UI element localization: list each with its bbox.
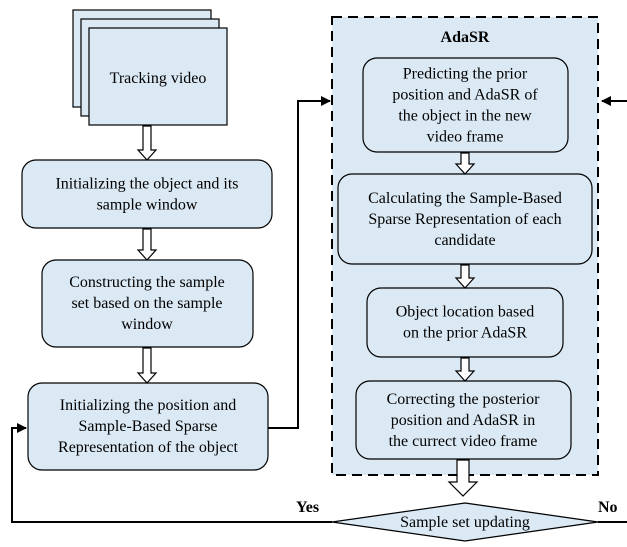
tracking-video-label: Tracking video <box>110 70 207 87</box>
text-line: Correcting the posterior <box>387 391 541 408</box>
step-initialize-position <box>27 382 269 471</box>
text-line: Constructing the sample <box>69 274 225 291</box>
yes-label: Yes <box>296 499 319 516</box>
text-line: Object location based <box>396 304 535 321</box>
text-line: position and AdaSR of <box>392 87 538 104</box>
text-line: video frame <box>427 129 504 146</box>
decision-diamond <box>331 502 599 542</box>
step-object-location <box>366 287 564 358</box>
flow-arrow <box>454 152 476 175</box>
text-line: candidate <box>434 232 495 249</box>
text-line: Predicting the prior <box>403 66 528 83</box>
no-label: No <box>598 499 618 516</box>
text-line: Calculating the Sample-Based <box>368 190 562 207</box>
flow-arrow <box>454 264 476 289</box>
adasr-panel-title: AdaSR <box>441 29 490 46</box>
flow-arrow <box>454 357 476 382</box>
text-line: the currect video frame <box>389 433 538 450</box>
text-line: set based on the sample <box>71 295 222 312</box>
step-initialize-object <box>21 159 273 229</box>
flow-arrow <box>136 347 158 384</box>
flow-arrow <box>136 228 158 261</box>
step-predict-prior <box>362 57 569 153</box>
step-object-location-text: Object location based on the prior AdaSR <box>396 304 535 342</box>
text-line: Representation of the object <box>58 439 238 456</box>
text-line: Initializing the position and <box>60 397 236 414</box>
step-predict-prior-text: Predicting the prior position and AdaSR o… <box>392 66 538 146</box>
step-construct-sample-set-text: Constructing the sample set based on the … <box>69 274 225 333</box>
text-line: sample window <box>97 197 198 214</box>
step-correct-posterior-text: Correcting the posterior position and Ada… <box>387 391 541 450</box>
text-line: the object in the new <box>398 108 532 125</box>
text-line: position and AdaSR in <box>391 412 535 429</box>
step-correct-posterior <box>355 380 572 460</box>
step-initialize-object-text: Initializing the object and its sample wi… <box>55 176 238 214</box>
yes-connector <box>11 423 332 523</box>
connector-to-adasr <box>268 96 331 429</box>
text-line: window <box>121 316 173 333</box>
flow-arrow <box>136 125 158 161</box>
tracking-video-stack <box>72 9 228 126</box>
text-line: on the prior AdaSR <box>403 325 527 342</box>
text-line: Sparse Representation of each <box>368 211 561 228</box>
decision-text: Sample set updating <box>400 514 530 531</box>
text-line: Tracking video <box>110 70 207 87</box>
text-line: Initializing the object and its <box>55 176 238 193</box>
flow-arrow-to-decision <box>447 459 479 497</box>
text-line: Sample-Based Sparse <box>78 418 217 435</box>
